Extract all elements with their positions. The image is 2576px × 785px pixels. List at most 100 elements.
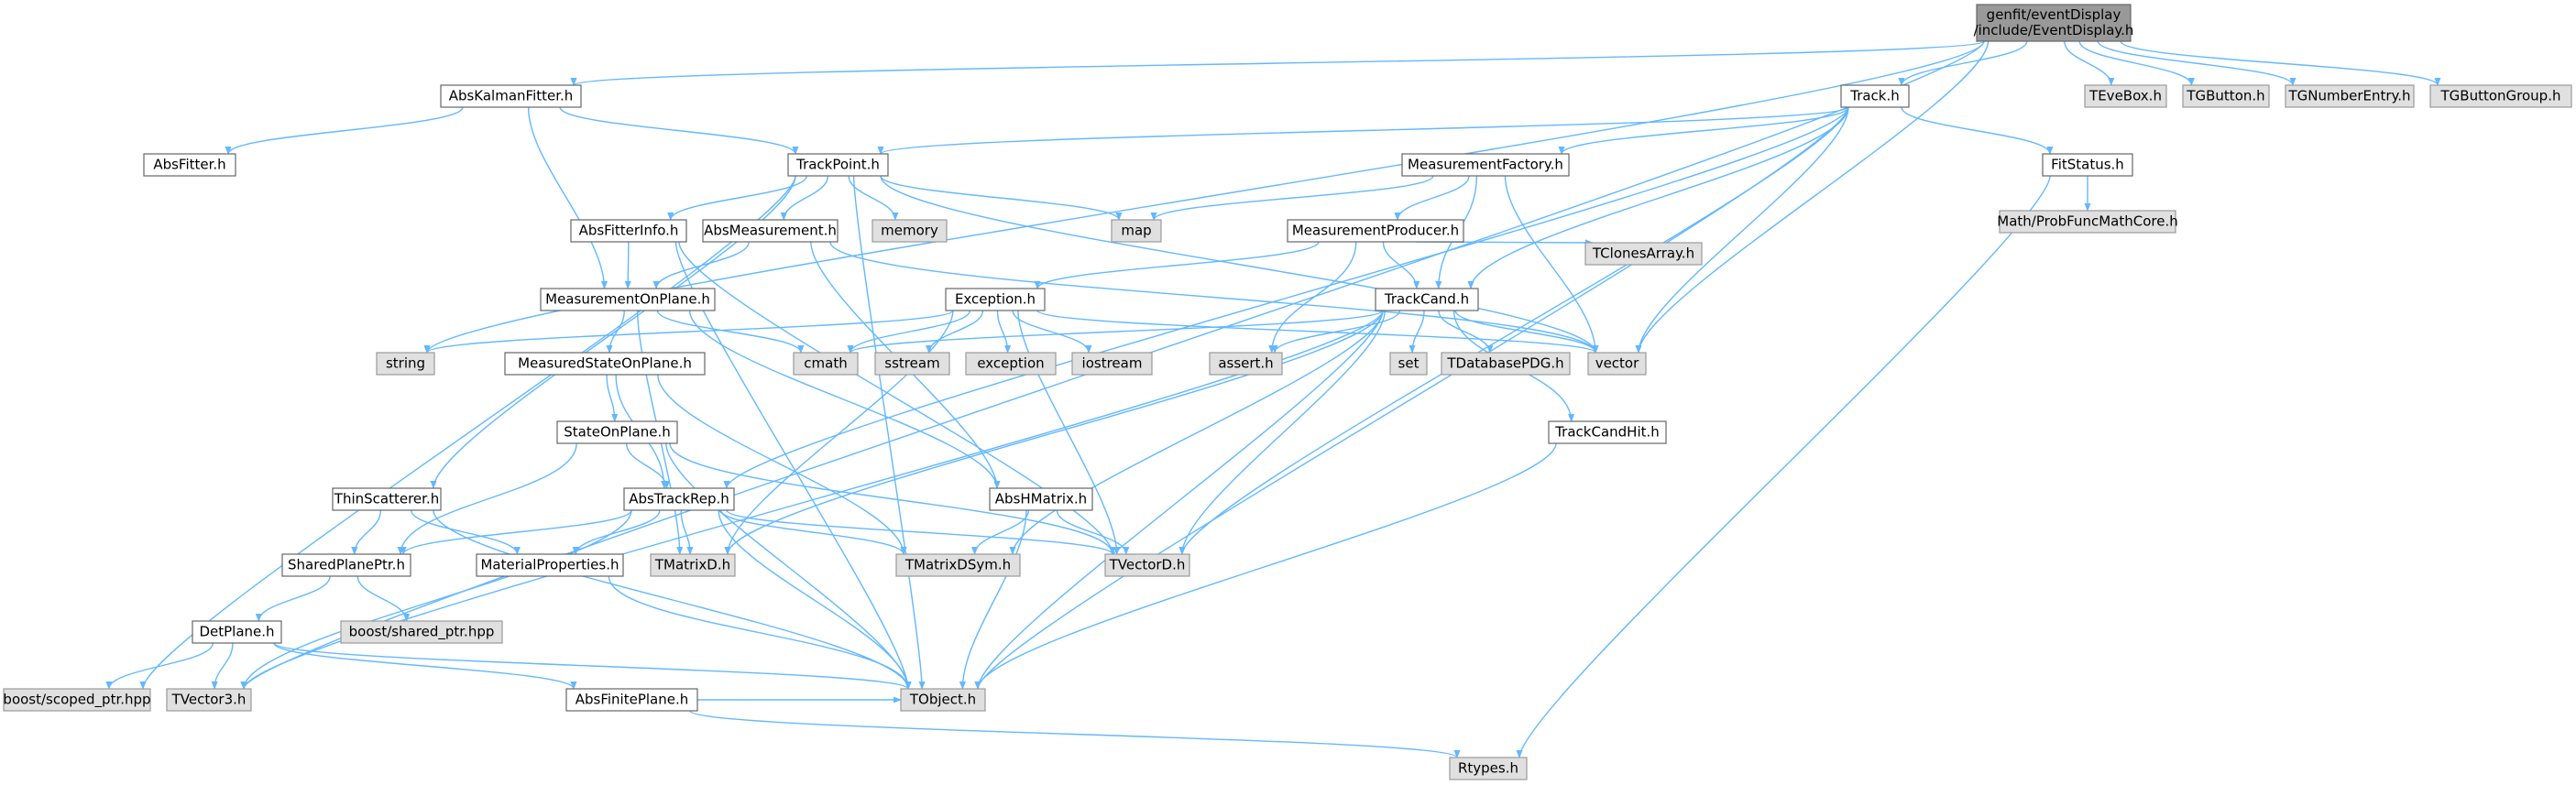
node-MaterialProperties[interactable]: MaterialProperties.h: [476, 553, 624, 577]
node-label: TrackPoint.h: [795, 157, 880, 173]
node-box: [2084, 84, 2167, 108]
edge-DetPlane-to-boostScoped: [105, 642, 214, 690]
edge-AbsTrackRep-to-MaterialProperties: [572, 509, 661, 555]
node-TGNumberEntry: TGNumberEntry.h: [2285, 84, 2415, 108]
node-AbsMeasurement[interactable]: AbsMeasurement.h: [702, 219, 839, 243]
node-AbsKalmanFitter[interactable]: AbsKalmanFitter.h: [440, 84, 582, 108]
edge-DetPlane-to-AbsFinitePlane: [273, 642, 577, 690]
edge-EventDisplay-to-TGNumberEntry: [2097, 40, 2296, 86]
node-box: [570, 219, 687, 243]
node-assert: assert.h: [1209, 352, 1283, 376]
edge-Track-to-TObject: [974, 106, 1849, 690]
node-label: StateOnPlane.h: [564, 424, 670, 441]
edge-Exception-to-iostream: [1012, 310, 1092, 354]
node-TrackCand[interactable]: TrackCand.h: [1375, 288, 1479, 311]
node-label: memory: [881, 223, 938, 239]
edge-EventDisplay-to-TGButton: [2078, 40, 2195, 86]
edge-TrackCand-to-TObject: [974, 310, 1384, 690]
node-StateOnPlane[interactable]: StateOnPlane.h: [556, 420, 678, 444]
edge-AbsTrackRep-to-TVectorD: [726, 509, 1116, 555]
node-FitStatus[interactable]: FitStatus.h: [2042, 153, 2133, 177]
edge-AbsKalmanFitter-to-TrackPoint: [559, 106, 799, 155]
node-Exception[interactable]: Exception.h: [945, 288, 1046, 311]
node-label: TDatabasePDG.h: [1446, 355, 1563, 372]
node-label: MaterialProperties.h: [480, 557, 619, 573]
edge-Exception-to-sstream: [926, 310, 984, 354]
node-AbsFinitePlane[interactable]: AbsFinitePlane.h: [565, 688, 698, 712]
edge-EventDisplay-to-Track: [1898, 40, 2028, 86]
edge-Exception-to-TMatrixD: [724, 310, 954, 555]
node-box: [2042, 153, 2133, 177]
node-label: Math/ProbFuncMathCore.h: [1997, 213, 2177, 230]
node-AbsFitter[interactable]: AbsFitter.h: [143, 153, 236, 177]
edge-Exception-to-exception: [996, 310, 1012, 354]
node-iostream: iostream: [1071, 352, 1153, 376]
node-Track[interactable]: Track.h: [1840, 84, 1910, 108]
edge-AbsTrackRep-to-TObject: [718, 509, 912, 690]
node-TrackPoint[interactable]: TrackPoint.h: [787, 153, 889, 177]
node-box: [1976, 4, 2132, 42]
edge-AbsHMatrix-to-TVectorD: [1056, 509, 1130, 555]
edge-layer: [105, 40, 2441, 758]
node-label: /include/EventDisplay.h: [1974, 22, 2134, 38]
node-TEveBox: TEveBox.h: [2084, 84, 2167, 108]
node-box: [143, 153, 236, 177]
node-box: [1389, 352, 1428, 376]
node-box: [1840, 84, 1910, 108]
edge-EventDisplay-to-string: [423, 40, 1985, 354]
node-MeasurementFactory[interactable]: MeasurementFactory.h: [1401, 153, 1570, 177]
node-box: [787, 153, 889, 177]
node-label: TMatrixDSym.h: [904, 557, 1011, 573]
node-box: [2285, 84, 2415, 108]
edge-AbsKalmanFitter-to-AbsFitter: [225, 106, 464, 155]
node-MeasuredStateOnPlane[interactable]: MeasuredStateOnPlane.h: [504, 352, 706, 376]
node-MathProb: Math/ProbFuncMathCore.h: [1997, 210, 2178, 234]
edge-AbsTrackRep-to-SharedPlanePtr: [400, 509, 632, 555]
edge-Track-to-TVectorD: [1178, 106, 1849, 555]
edge-MeasurementProducer-to-TrackCand: [1382, 241, 1420, 289]
node-label: cmath: [804, 355, 847, 372]
node-label: Track.h: [1849, 88, 1900, 104]
edge-AbsTrackRep-to-TVector3: [240, 509, 632, 690]
node-layer: genfit/eventDisplay/include/EventDisplay…: [3, 4, 2572, 780]
node-box: [1209, 352, 1283, 376]
edge-TrackCand-to-TMatrixD: [724, 310, 1384, 555]
node-label: TVectorD.h: [1109, 557, 1186, 573]
node-TClonesArray: TClonesArray.h: [1584, 242, 1703, 266]
node-TMatrixDSym: TMatrixDSym.h: [895, 553, 1021, 577]
edge-Exception-to-TVectorD: [1017, 310, 1121, 555]
node-AbsTrackRep[interactable]: AbsTrackRep.h: [623, 487, 735, 511]
edge-TrackCandHit-to-TObject: [974, 442, 1557, 690]
edge-StateOnPlane-to-SharedPlanePtr: [397, 442, 577, 555]
node-label: AbsFitter.h: [153, 157, 225, 173]
edge-MeasuredStateOnPlane-to-StateOnPlane: [606, 374, 619, 422]
node-label: TMatrixD.h: [654, 557, 730, 573]
node-DetPlane[interactable]: DetPlane.h: [192, 620, 282, 644]
node-TGButtonGroup: TGButtonGroup.h: [2429, 84, 2572, 108]
node-label: AbsMeasurement.h: [704, 223, 837, 239]
node-box: [476, 553, 624, 577]
node-box: [2429, 84, 2572, 108]
node-box: [623, 487, 735, 511]
node-AbsFitterInfo[interactable]: AbsFitterInfo.h: [570, 219, 687, 243]
node-box: [540, 288, 716, 311]
edge-TrackCand-to-set: [1409, 310, 1425, 354]
edge-DetPlane-to-TVector3: [211, 642, 234, 690]
edge-TrackPoint-to-vector: [880, 175, 1599, 354]
node-box: [965, 352, 1057, 376]
edge-Exception-to-vector: [1036, 310, 1599, 354]
node-SharedPlanePtr[interactable]: SharedPlanePtr.h: [281, 553, 411, 577]
node-TrackCandHit[interactable]: TrackCandHit.h: [1548, 420, 1667, 444]
edge-TrackCand-to-TMatrixDSym: [1009, 310, 1384, 555]
edge-AbsTrackRep-to-TMatrixDSym: [719, 509, 907, 555]
node-box: [376, 352, 435, 376]
node-box: [871, 219, 948, 243]
node-ThinScatterer[interactable]: ThinScatterer.h: [332, 487, 442, 511]
edge-ThinScatterer-to-SharedPlanePtr: [351, 509, 382, 555]
node-EventDisplay[interactable]: genfit/eventDisplay/include/EventDisplay…: [1974, 4, 2134, 42]
edge-Exception-to-string: [423, 310, 954, 354]
node-AbsHMatrix[interactable]: AbsHMatrix.h: [989, 487, 1093, 511]
node-MeasurementProducer[interactable]: MeasurementProducer.h: [1287, 219, 1464, 243]
edge-StateOnPlane-to-TVectorD: [669, 442, 1116, 555]
node-MeasurementOnPlane[interactable]: MeasurementOnPlane.h: [540, 288, 716, 311]
